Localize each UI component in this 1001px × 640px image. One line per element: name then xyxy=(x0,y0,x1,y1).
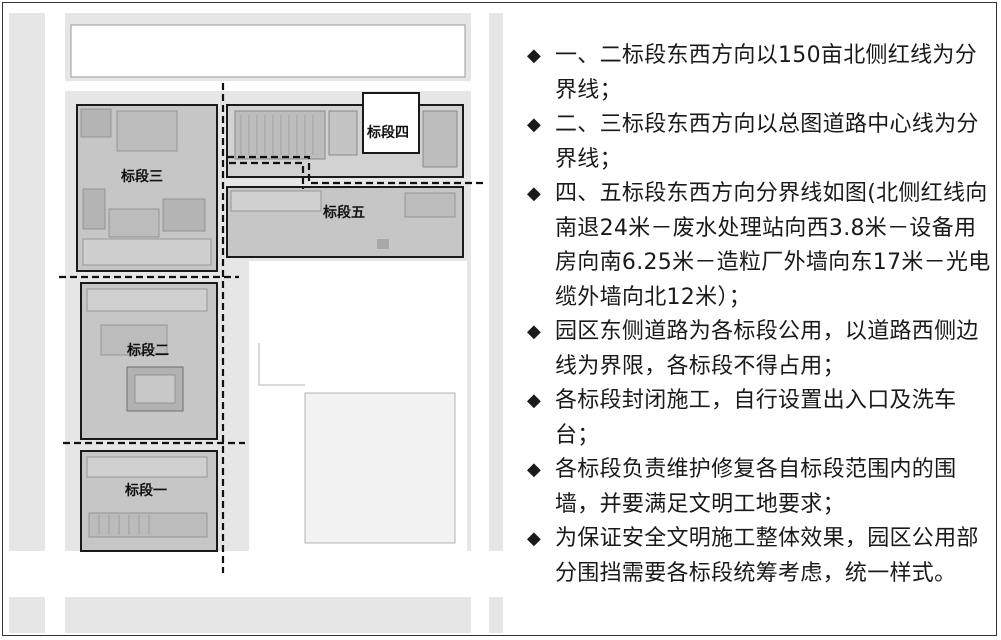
diamond-bullet-icon: ◆ xyxy=(527,183,542,204)
note-item: ◆ 四、五标段东西方向分界线如图(北侧红线向南退24米－废水处理站向西3.8米－… xyxy=(523,177,993,315)
note-text: 为保证安全文明施工整体效果，园区公用部分围挡需要各标段统筹考虑，统一样式。 xyxy=(555,526,979,586)
note-item: ◆ 各标段封闭施工，自行设置出入口及洗车台； xyxy=(523,384,993,453)
notes-list: ◆ 一、二标段东西方向以150亩北侧红线为分界线； ◆ 二、三标段东西方向以总图… xyxy=(523,39,993,591)
note-text: 二、三标段东西方向以总图道路中心线为分界线； xyxy=(555,112,979,172)
segment-5-area: 标段五 xyxy=(226,186,464,258)
boundary-lines xyxy=(59,83,485,573)
segment-2-area: 标段二 xyxy=(80,282,218,440)
diamond-bullet-icon: ◆ xyxy=(527,528,542,549)
note-item: ◆ 各标段负责维护修复各自标段范围内的围墙，并要满足文明工地要求； xyxy=(523,453,993,522)
segment-2-label: 标段二 xyxy=(126,342,169,359)
note-item: ◆ 二、三标段东西方向以总图道路中心线为分界线； xyxy=(523,108,993,177)
note-item: ◆ 为保证安全文明施工整体效果，园区公用部分围挡需要各标段统筹考虑，统一样式。 xyxy=(523,522,993,591)
segment-3-area: 标段三 xyxy=(76,104,218,272)
diamond-bullet-icon: ◆ xyxy=(527,459,542,480)
note-item: ◆ 园区东侧道路为各标段公用，以道路西侧边线为界限，各标段不得占用； xyxy=(523,315,993,384)
note-text: 园区东侧道路为各标段公用，以道路西侧边线为界限，各标段不得占用； xyxy=(555,319,979,379)
segment-4-area: 标段四 xyxy=(226,92,464,178)
segment-1-label: 标段一 xyxy=(124,482,167,499)
segment-5-label: 标段五 xyxy=(322,204,365,221)
note-text: 四、五标段东西方向分界线如图(北侧红线向南退24米－废水处理站向西3.8米－设备… xyxy=(555,181,991,310)
roads xyxy=(9,13,503,633)
note-item: ◆ 一、二标段东西方向以150亩北侧红线为分界线； xyxy=(523,39,993,108)
north-block xyxy=(70,24,466,78)
diamond-bullet-icon: ◆ xyxy=(527,321,542,342)
inner-block xyxy=(304,392,456,544)
segment-3-label: 标段三 xyxy=(120,168,163,185)
segment-1-area: 标段一 xyxy=(80,450,218,552)
note-text: 各标段封闭施工，自行设置出入口及洗车台； xyxy=(555,388,957,448)
note-text: 一、二标段东西方向以150亩北侧红线为分界线； xyxy=(555,43,977,103)
note-text: 各标段负责维护修复各自标段范围内的围墙，并要满足文明工地要求； xyxy=(555,457,957,517)
site-plan-map: 标段三 标段四 xyxy=(9,13,503,633)
diamond-bullet-icon: ◆ xyxy=(527,114,542,135)
diamond-bullet-icon: ◆ xyxy=(527,45,542,66)
diamond-bullet-icon: ◆ xyxy=(527,390,542,411)
segment-4-label: 标段四 xyxy=(366,124,409,141)
